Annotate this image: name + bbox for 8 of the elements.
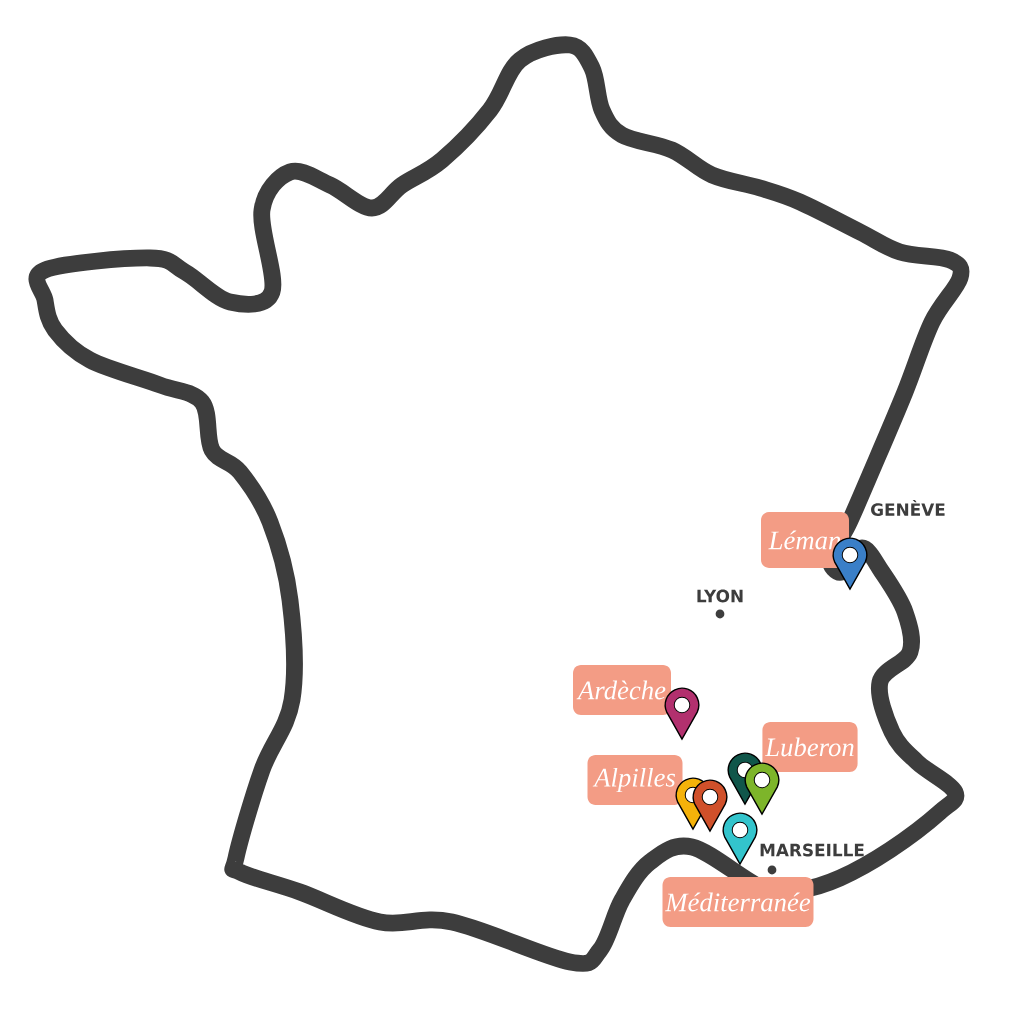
place-label: Ardèche	[573, 665, 671, 715]
city-name: GENÈVE	[871, 500, 945, 516]
city-name: LYON	[697, 589, 743, 603]
city-name: MARSEILLE	[760, 843, 864, 857]
place-label: Alpilles	[587, 755, 683, 805]
place-label: Léman	[761, 512, 849, 568]
place-label: Méditerranée	[662, 877, 814, 927]
place-label: Luberon	[762, 722, 858, 772]
